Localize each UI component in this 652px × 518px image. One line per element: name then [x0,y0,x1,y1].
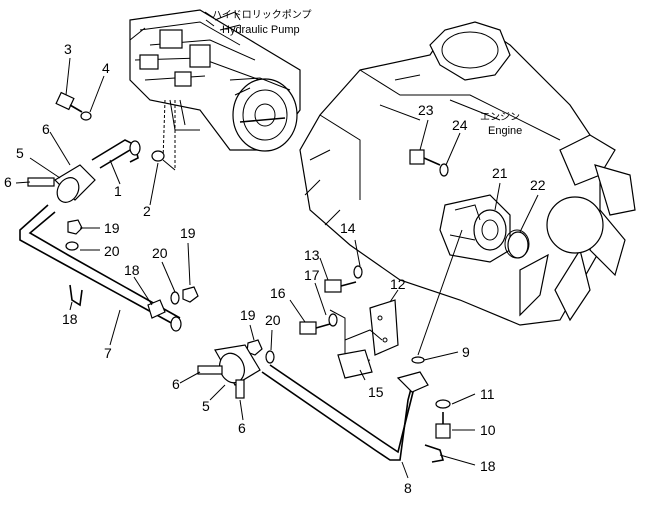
callout-2: 2 [143,203,151,219]
clip-18-left [69,284,83,307]
callout-5-mid: 5 [202,398,210,414]
callout-7: 7 [104,345,112,361]
washer-17b [328,313,338,327]
callout-19-left: 19 [104,220,120,236]
bracket-12 [369,299,399,356]
engine-pump-21 [439,194,529,263]
callout-20-right: 20 [265,312,281,328]
callout-23: 23 [418,102,434,118]
callout-19-mid: 19 [180,225,196,241]
bolt-13 [324,279,357,293]
washer-20-c [265,350,275,364]
callout-21: 21 [492,165,508,181]
callout-6-bottom: 6 [238,420,246,436]
washer-4 [80,111,92,121]
callout-4: 4 [102,60,110,76]
callout-18-right: 18 [480,458,496,474]
pump-label-en: Hydraulic Pump [222,24,300,36]
callout-13: 13 [304,247,320,263]
oring-2 [151,150,165,162]
callout-6-left: 6 [4,174,12,190]
pump-label-jp: ハイドロリックポンプ [212,9,312,21]
washer-11 [435,399,451,409]
hydraulic-pump: ハイドロリックポンプ Hydraulic Pump [129,9,312,171]
nut-19-a [67,219,83,235]
callout-20-mid: 20 [152,245,168,261]
callout-18-left: 18 [62,311,78,327]
bolt-3 [55,91,83,113]
clip-18-right [424,444,445,463]
callout-15: 15 [368,384,384,400]
washer-17 [353,265,363,279]
callout-5-top: 5 [16,145,24,161]
callout-12: 12 [390,276,406,292]
washer-20-b [170,291,180,305]
callout-10: 10 [480,422,496,438]
bolt-23 [409,149,441,166]
callout-numbers: 3 4 6 5 6 1 2 19 20 18 7 18 20 19 6 5 6 … [4,41,546,496]
pipe-8 [261,364,429,461]
pipe-1 [91,139,141,169]
oring-9 [411,356,425,364]
callout-16: 16 [270,285,286,301]
callout-18-mid: 18 [124,262,140,278]
callout-19-right: 19 [240,307,256,323]
bracket-15 [329,309,383,379]
callout-6-mid: 6 [172,376,180,392]
callout-17: 17 [304,267,320,283]
engine-label-jp: エンジン [480,112,520,123]
bolt-10 [435,412,451,439]
callout-8: 8 [404,480,412,496]
callout-24: 24 [452,117,468,133]
bolt-16 [299,321,331,335]
oring-22 [504,229,530,259]
callout-22: 22 [530,177,546,193]
callout-11: 11 [480,386,495,402]
callout-9: 9 [462,344,470,360]
engine: エンジン Engine [299,21,636,326]
washer-20-a [65,241,79,251]
callout-14: 14 [340,220,356,236]
fan [519,134,636,322]
callout-20-left: 20 [104,243,120,259]
engine-label-en: Engine [488,125,522,137]
pipe-7 [19,204,182,332]
callout-1: 1 [114,183,122,199]
nut-19-b [182,286,199,303]
hose-clamp-lower [197,344,261,399]
leader-lines [15,57,539,479]
callout-3: 3 [64,41,72,57]
callout-6-top: 6 [42,121,50,137]
washer-24 [439,163,449,177]
hose-clamp-upper [27,164,96,203]
